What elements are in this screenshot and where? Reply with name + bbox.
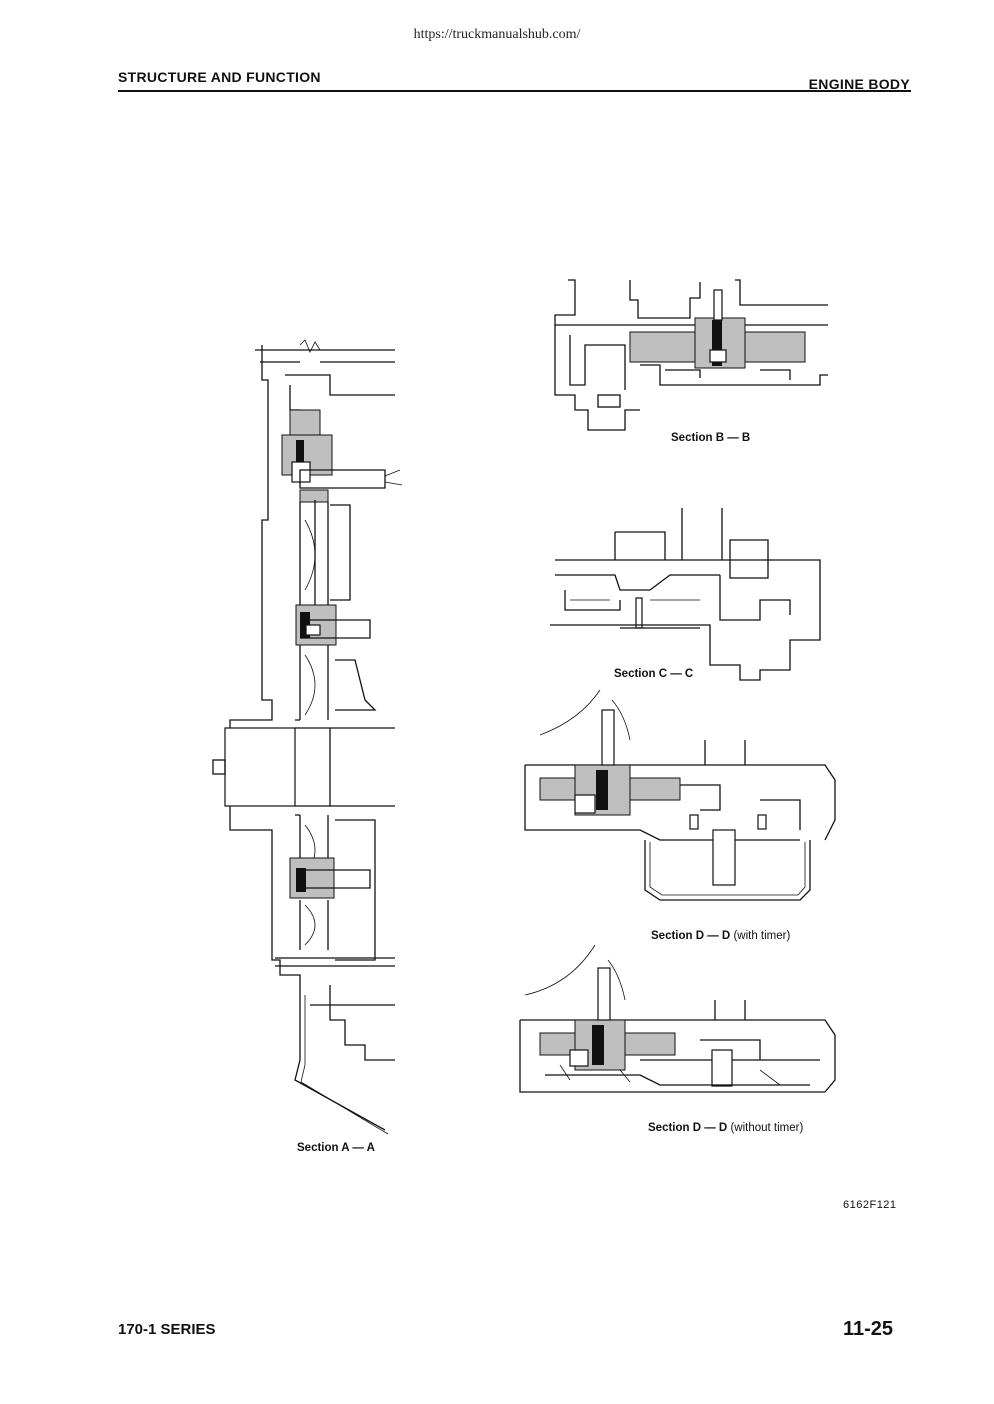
caption-section-d-notimer: Section D — D (without timer) [648, 1122, 803, 1134]
caption-section-d-notimer-label: Section D — D [648, 1122, 728, 1134]
source-url: https://truckmanualshub.com/ [413, 27, 581, 42]
page-number: 11-25 [843, 1318, 894, 1340]
caption-section-b: Section B — B [671, 432, 751, 444]
caption-section-a: Section A — A [297, 1142, 375, 1154]
caption-section-d-timer-note: (with timer) [733, 930, 791, 942]
section-b-drawing [554, 279, 828, 431]
caption-section-c: Section C — C [614, 668, 694, 680]
header-rule [118, 90, 911, 92]
section-a-drawing [212, 339, 403, 1135]
section-header: STRUCTURE AND FUNCTION [118, 69, 321, 85]
footer-series: 170-1 SERIES [118, 1321, 216, 1338]
chapter-header: ENGINE BODY [808, 76, 910, 92]
caption-section-d-notimer-note: (without timer) [730, 1122, 804, 1134]
figure-code: 6162F121 [843, 1199, 897, 1211]
caption-section-d-timer: Section D — D (with timer) [651, 930, 790, 942]
section-d-notimer-drawing [519, 944, 836, 1093]
section-c-drawing [550, 508, 821, 681]
section-d-timer-drawing [524, 689, 836, 901]
caption-section-d-timer-label: Section D — D [651, 930, 731, 942]
